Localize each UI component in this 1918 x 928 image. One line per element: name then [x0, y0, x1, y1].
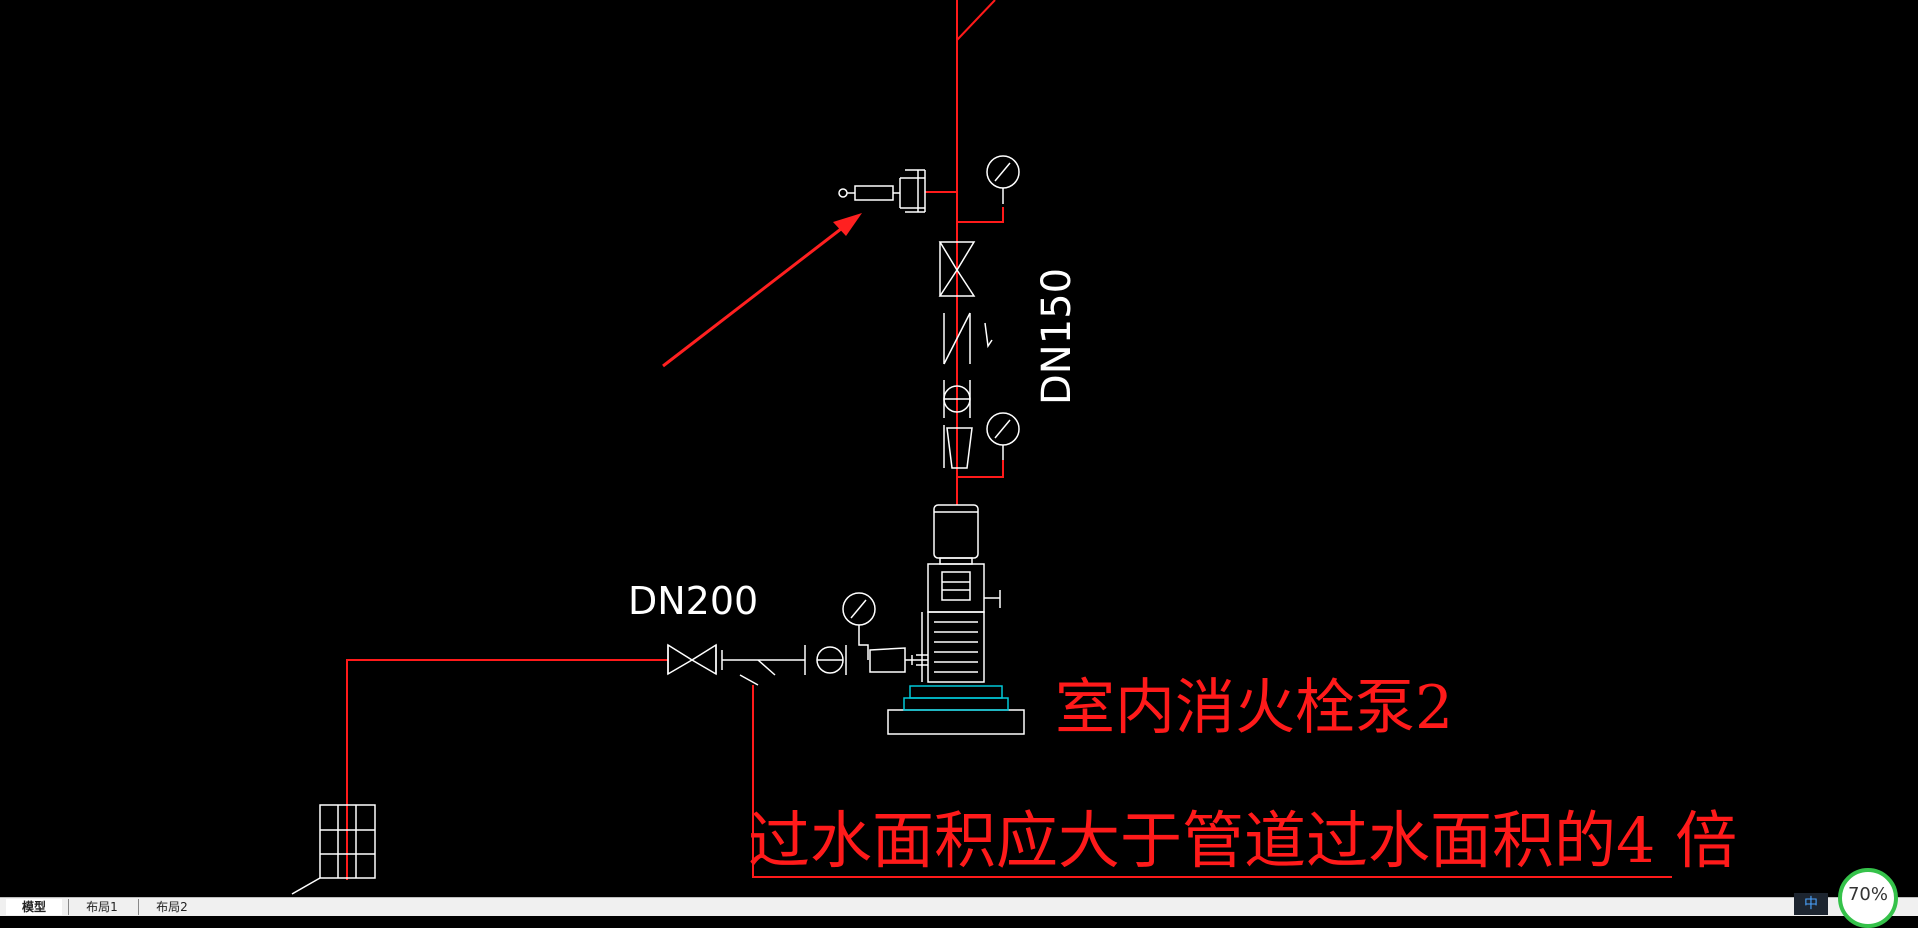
check-valve-icon [943, 312, 993, 365]
tab-model[interactable]: 模型 [6, 899, 62, 915]
vertical-pump-icon [887, 504, 1025, 735]
label-dn150: DN150 [1034, 268, 1080, 405]
zoom-indicator[interactable]: 70% [1838, 868, 1898, 928]
pump-title: 室内消火栓泵2 [1055, 673, 1453, 743]
pressure-gauge-icon-3 [842, 592, 876, 660]
tab-layout2[interactable]: 布局2 [138, 899, 205, 915]
ime-indicator[interactable]: 中 [1794, 893, 1828, 915]
reducer-icon [943, 425, 973, 469]
equipment-symbols [291, 155, 1025, 895]
annotation-arrow [662, 213, 862, 368]
drawing-canvas[interactable]: DN150 DN200 室内消火栓泵2 过水面积应大于管道过水面积的4 倍 [0, 0, 1918, 897]
eccentric-reducer-icon [869, 647, 928, 673]
suction-flexible-joint-icon [804, 645, 847, 675]
suction-basket-icon [291, 804, 376, 895]
flexible-joint-icon [943, 380, 971, 418]
pump-base [903, 685, 1009, 711]
label-dn200: DN200 [628, 579, 758, 623]
pipe-network [346, 0, 1672, 880]
tab-layout1[interactable]: 布局1 [68, 899, 135, 915]
suction-gate-valve-icon [667, 643, 717, 676]
pressure-gauge-icon-2 [986, 412, 1020, 460]
zoom-percent: 70% [1847, 884, 1888, 905]
relief-valve-icon [838, 169, 926, 213]
layout-tab-bar: 模型 布局1 布局2 [0, 897, 1918, 916]
y-strainer-icon [739, 659, 776, 686]
pressure-gauge-icon [986, 155, 1020, 204]
gate-valve-icon [938, 241, 976, 297]
strainer-note: 过水面积应大于管道过水面积的4 倍 [748, 804, 1737, 877]
